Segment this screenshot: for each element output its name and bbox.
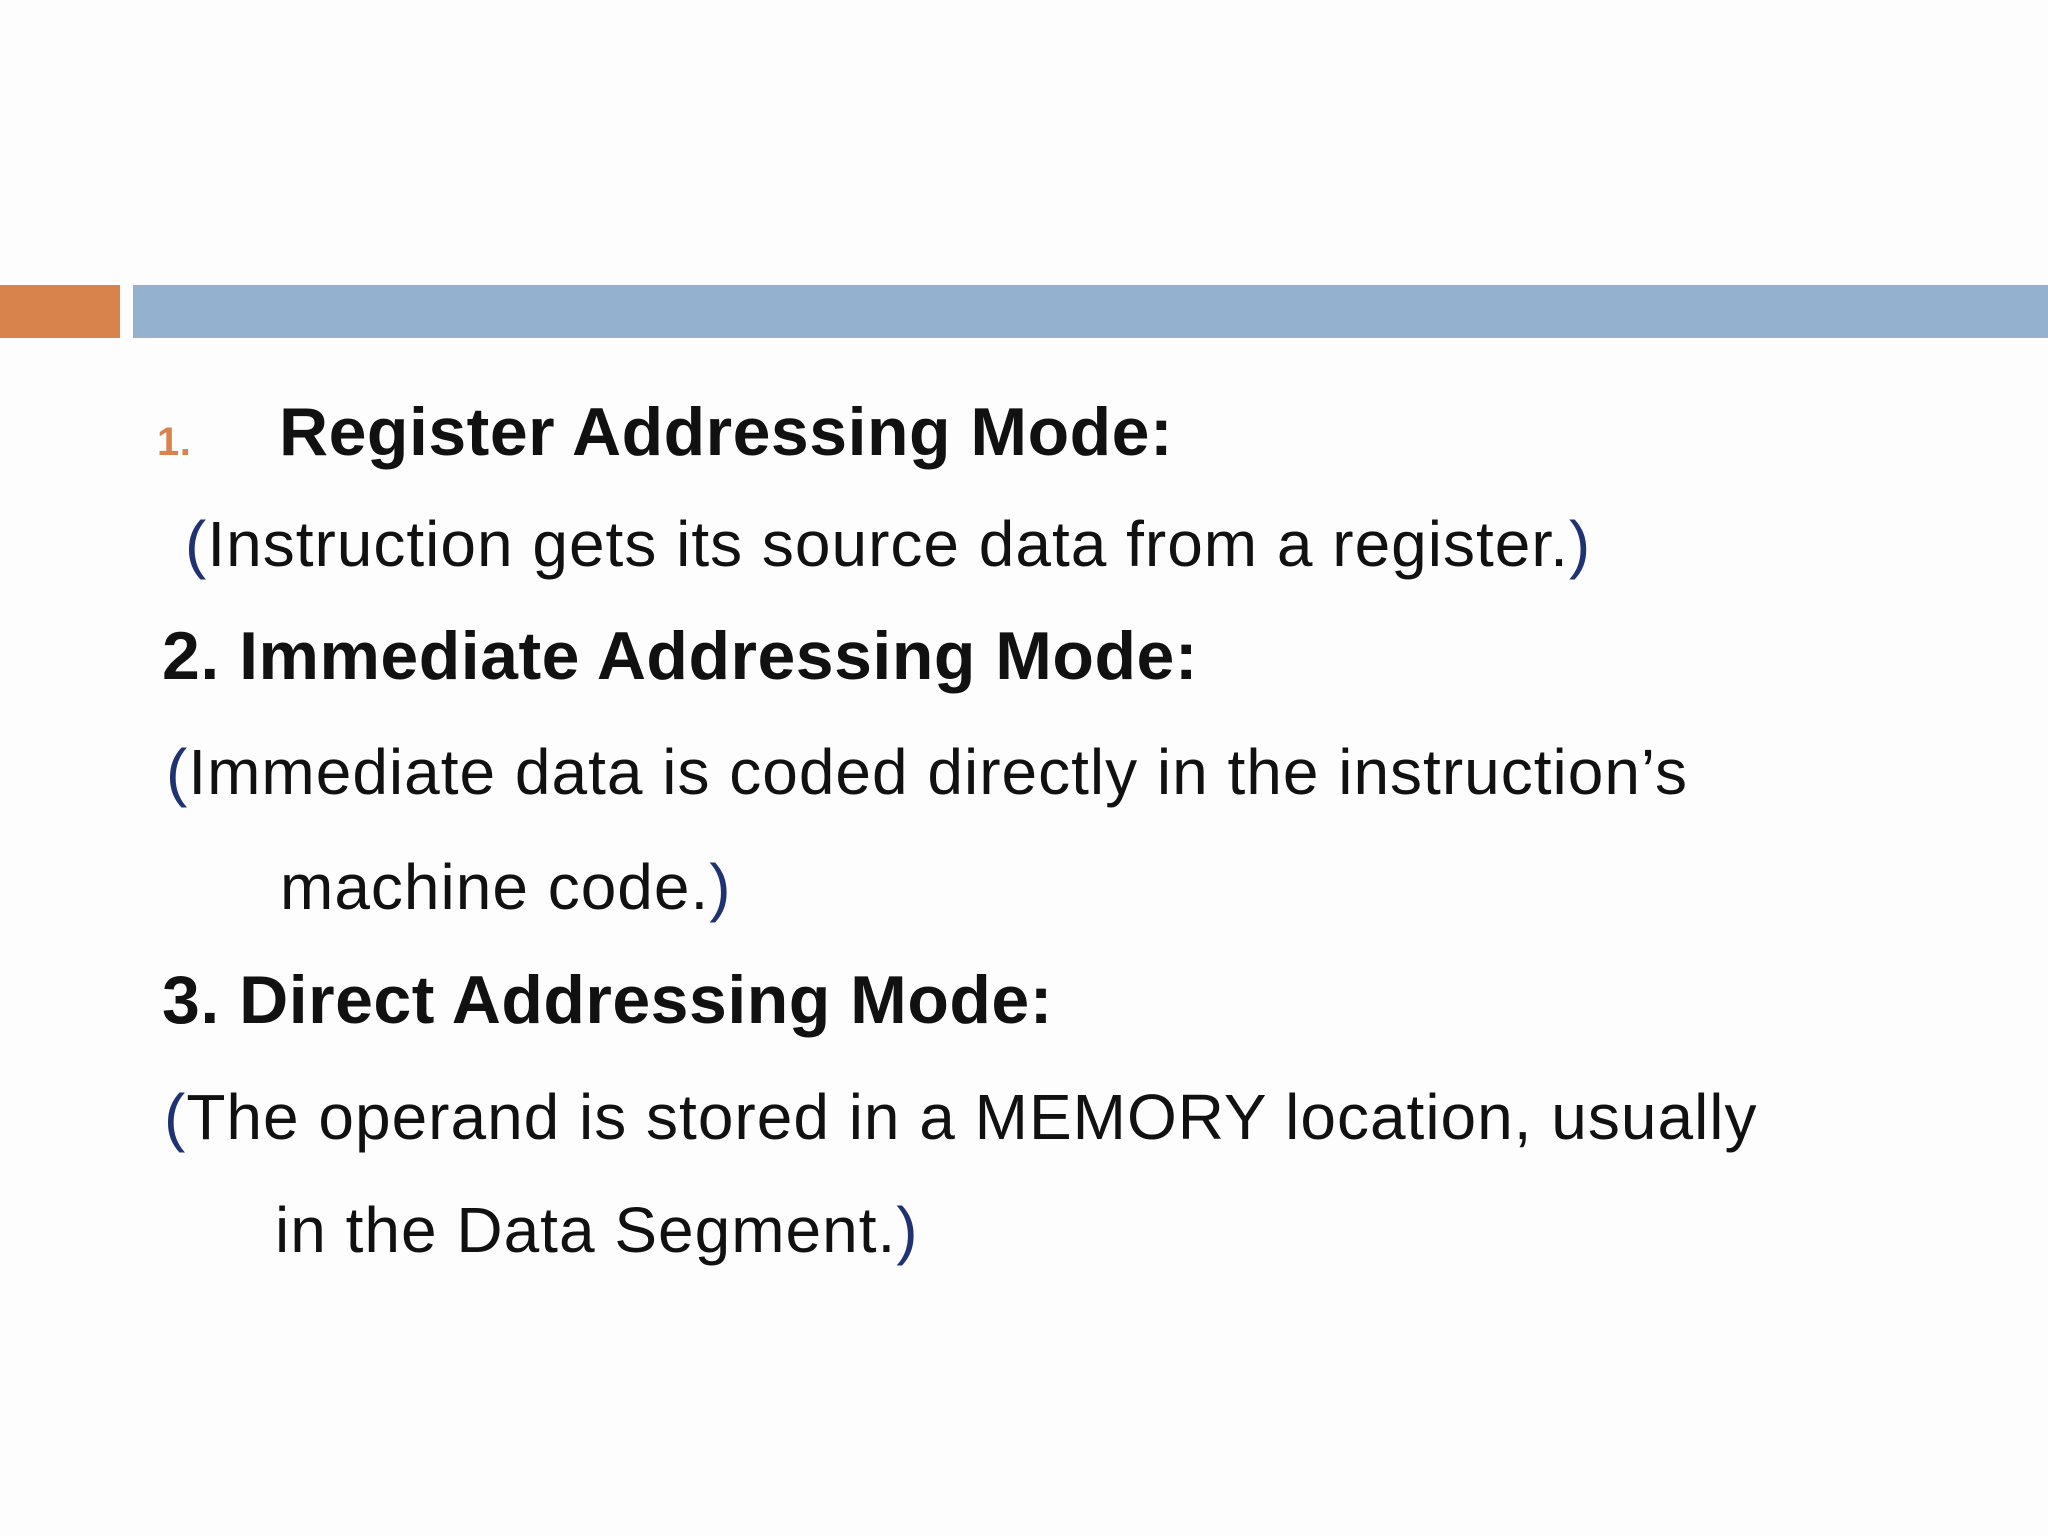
- list-item-3-heading: 3. Direct Addressing Mode:: [162, 966, 1053, 1034]
- open-paren: (: [164, 1081, 187, 1153]
- heading-text: Register Addressing Mode:: [279, 394, 1174, 470]
- description-text: The operand is stored in a MEMORY locati…: [186, 1081, 1758, 1153]
- close-paren: ): [709, 851, 732, 923]
- list-item-1-description: (Instruction gets its source data from a…: [185, 512, 1591, 576]
- list-item-2-description-line-1: (Immediate data is coded directly in the…: [166, 740, 1688, 804]
- description-text: in the Data Segment.: [275, 1194, 897, 1266]
- open-paren: (: [166, 736, 189, 808]
- close-paren: ): [1568, 508, 1592, 580]
- list-item-1-heading: 1.Register Addressing Mode:: [157, 398, 1173, 466]
- description-text: Immediate data is coded directly in the …: [188, 736, 1688, 808]
- list-number-1: 1.: [157, 420, 192, 464]
- accent-bar-blue: [133, 285, 2048, 338]
- heading-text: 3. Direct Addressing Mode:: [162, 962, 1053, 1038]
- accent-bar-orange: [0, 285, 120, 338]
- list-item-2-description-line-2: machine code.): [280, 855, 732, 919]
- description-text: Instruction gets its source data from a …: [207, 508, 1569, 580]
- list-item-3-description-line-2: in the Data Segment.): [275, 1198, 919, 1262]
- list-item-2-heading: 2. Immediate Addressing Mode:: [162, 622, 1198, 690]
- open-paren: (: [185, 508, 208, 580]
- description-text: machine code.: [280, 851, 710, 923]
- heading-text: 2. Immediate Addressing Mode:: [162, 618, 1198, 694]
- close-paren: ): [896, 1194, 919, 1266]
- list-item-3-description-line-1: (The operand is stored in a MEMORY locat…: [164, 1085, 1758, 1149]
